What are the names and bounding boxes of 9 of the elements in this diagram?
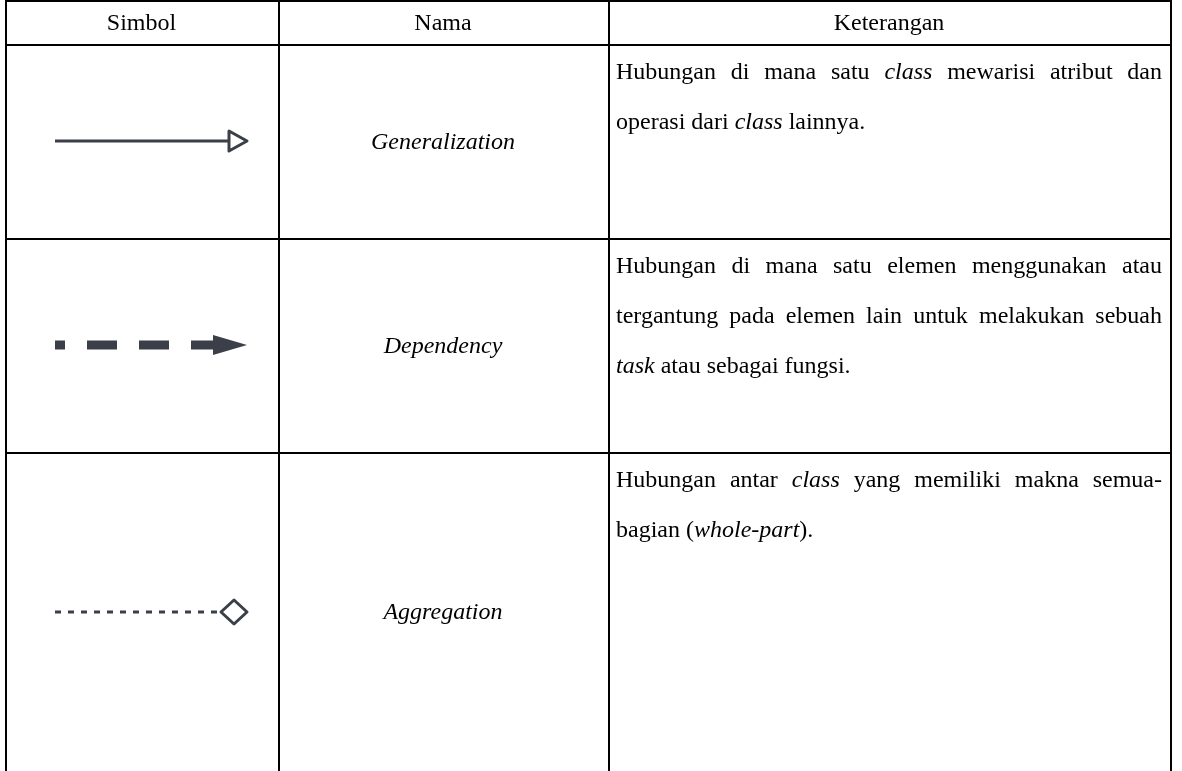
description-text: Hubungan di mana satu class mewarisi atribut dan operasi dari class lainnya. bbox=[616, 57, 1162, 136]
column-header: Simbol bbox=[105, 8, 178, 37]
column-header: Keterangan bbox=[832, 8, 946, 37]
relationship-name: Generalization bbox=[370, 127, 516, 155]
relationship-name: Aggregation bbox=[381, 598, 504, 625]
description-text: Hubungan antar class yang memiliki makna semua-bagian (whole-part). bbox=[616, 465, 1162, 544]
column-header: Nama bbox=[413, 8, 473, 37]
relationship-name: Dependency bbox=[382, 331, 504, 359]
description-text: Hubungan di mana satu elemen menggunakan atau tergantung pada elemen lain untuk melakukan sebuah task atau sebagai fungsi. bbox=[616, 251, 1162, 380]
